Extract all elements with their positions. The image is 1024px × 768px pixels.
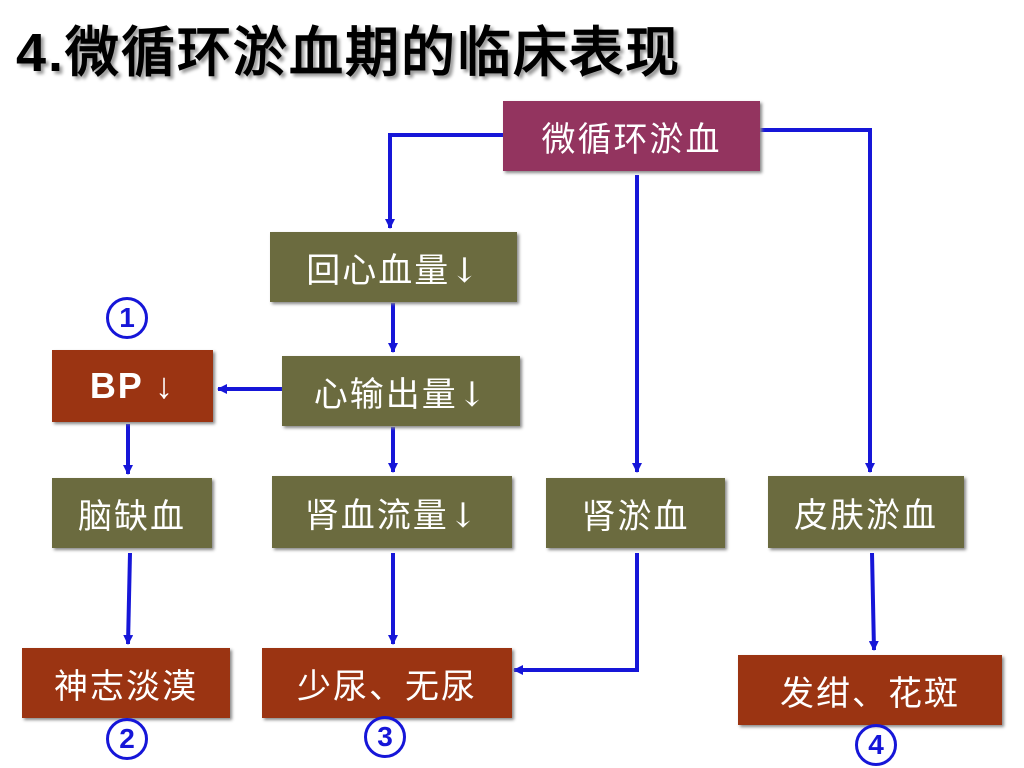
arrow-brain-to-mental: [123, 552, 134, 645]
node-apathy: 神志淡漠: [22, 648, 230, 718]
node-cardiac-output: 心输出量↓: [282, 356, 520, 426]
marker-3: 3: [364, 716, 406, 758]
node-oliguria-anuria: 少尿、无尿: [262, 648, 512, 718]
node-venous-return: 回心血量↓: [270, 232, 517, 302]
marker-1: 1: [106, 297, 148, 339]
arrow-root-to-skin: [760, 128, 875, 473]
node-cyanosis-mottling: 发绀、花斑: [738, 655, 1002, 725]
marker-2: 2: [106, 718, 148, 760]
node-renal-blood-flow: 肾血流量↓: [272, 476, 512, 548]
arrow-root-to-return-flow: [385, 133, 505, 229]
node-skin-congestion: 皮肤淤血: [768, 476, 964, 548]
node-brain-ischemia: 脑缺血: [52, 478, 212, 548]
title-text: 微循环淤血期的临床表现: [65, 21, 682, 84]
marker-4: 4: [855, 724, 897, 766]
arrow-renal-congestion-to-urine: [513, 553, 639, 675]
arrow-skin-to-cyanosis: [868, 552, 879, 651]
title-number: 4.: [16, 23, 66, 83]
node-microcirculation-congestion: 微循环淤血: [503, 101, 760, 171]
node-blood-pressure: BP ↓: [52, 350, 213, 422]
node-renal-congestion: 肾淤血: [546, 478, 725, 548]
page-title: 4.微循环淤血期的临床表现: [16, 8, 681, 87]
